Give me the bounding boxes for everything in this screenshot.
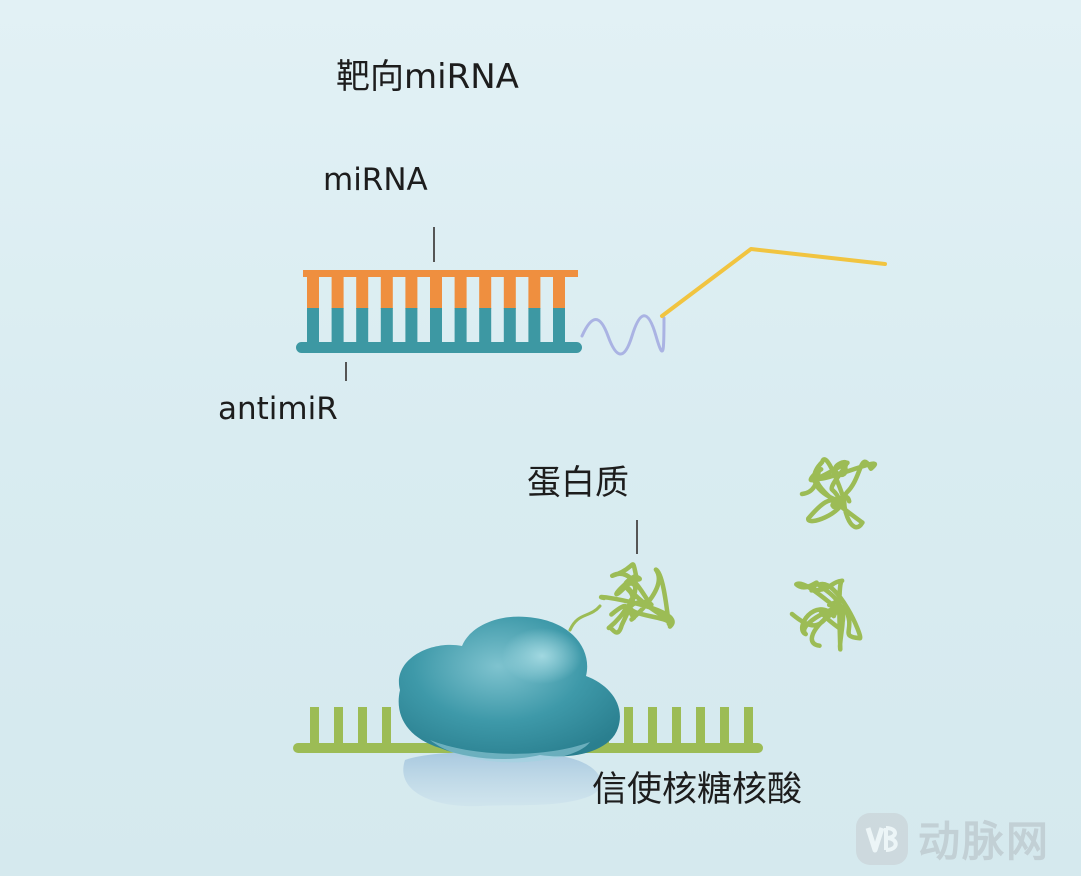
protein-strand [789,578,863,652]
ribosome [398,616,620,760]
mirna-base [553,276,565,309]
mrna-base [648,707,657,747]
antimir-base [553,308,565,344]
antimir-base [454,308,467,344]
antimir-label: antimiR [218,391,338,427]
mirna-backbone [303,270,578,277]
mirna-base [503,276,516,309]
antimir-base [331,308,344,344]
mirna-base [479,276,492,309]
antimir-base [430,308,442,344]
mrna-base [696,707,705,747]
protein-strand [799,457,877,530]
antimir-base [380,308,393,344]
mrna-base [744,707,753,747]
watermark: 动脉网 [856,808,1050,869]
mirna-base [528,276,541,309]
diagram-title: 靶向miRNA [336,57,519,97]
mrna-base [334,707,343,747]
protein-coil [789,578,863,652]
ribosome-bottom-sheen [430,740,590,763]
mirna-label: miRNA [323,162,428,198]
watermark-logo-icon [856,812,908,865]
mrna-base [382,707,391,747]
antimir-base [356,308,369,344]
mirna-base [405,276,418,309]
duplex-base-pairs [307,276,565,344]
mirna-base [430,276,442,309]
mrna-base [310,707,319,747]
ribosome-shadow [403,752,601,807]
mirna-base [380,276,393,309]
ribosome-highlight [502,628,582,684]
protein-label: 蛋白质 [527,463,629,503]
mirna-tail-wave [580,314,666,356]
antimir-base [405,308,418,344]
mrna-base [358,707,367,747]
protein-coil [799,457,877,530]
mirna-tail-line [660,247,887,318]
watermark-text: 动脉网 [918,817,1051,866]
mrna-label: 信使核糖核酸 [592,770,803,810]
mrna-base [672,707,681,747]
antimir-backbone [296,342,582,353]
mirna-antimir-duplex [296,270,582,353]
mrna-base [720,707,729,747]
antimir-base [479,308,492,344]
mirna-base [307,276,319,309]
nascent-peptide-chain [568,604,602,632]
antimir-base [503,308,516,344]
mirna-base [454,276,467,309]
protein-coil [598,562,675,635]
mirna-base [356,276,369,309]
antimir-base [528,308,541,344]
antimir-base [307,308,319,344]
mrna-base [624,707,633,747]
mirna-base [331,276,344,309]
protein-strand [598,562,675,635]
